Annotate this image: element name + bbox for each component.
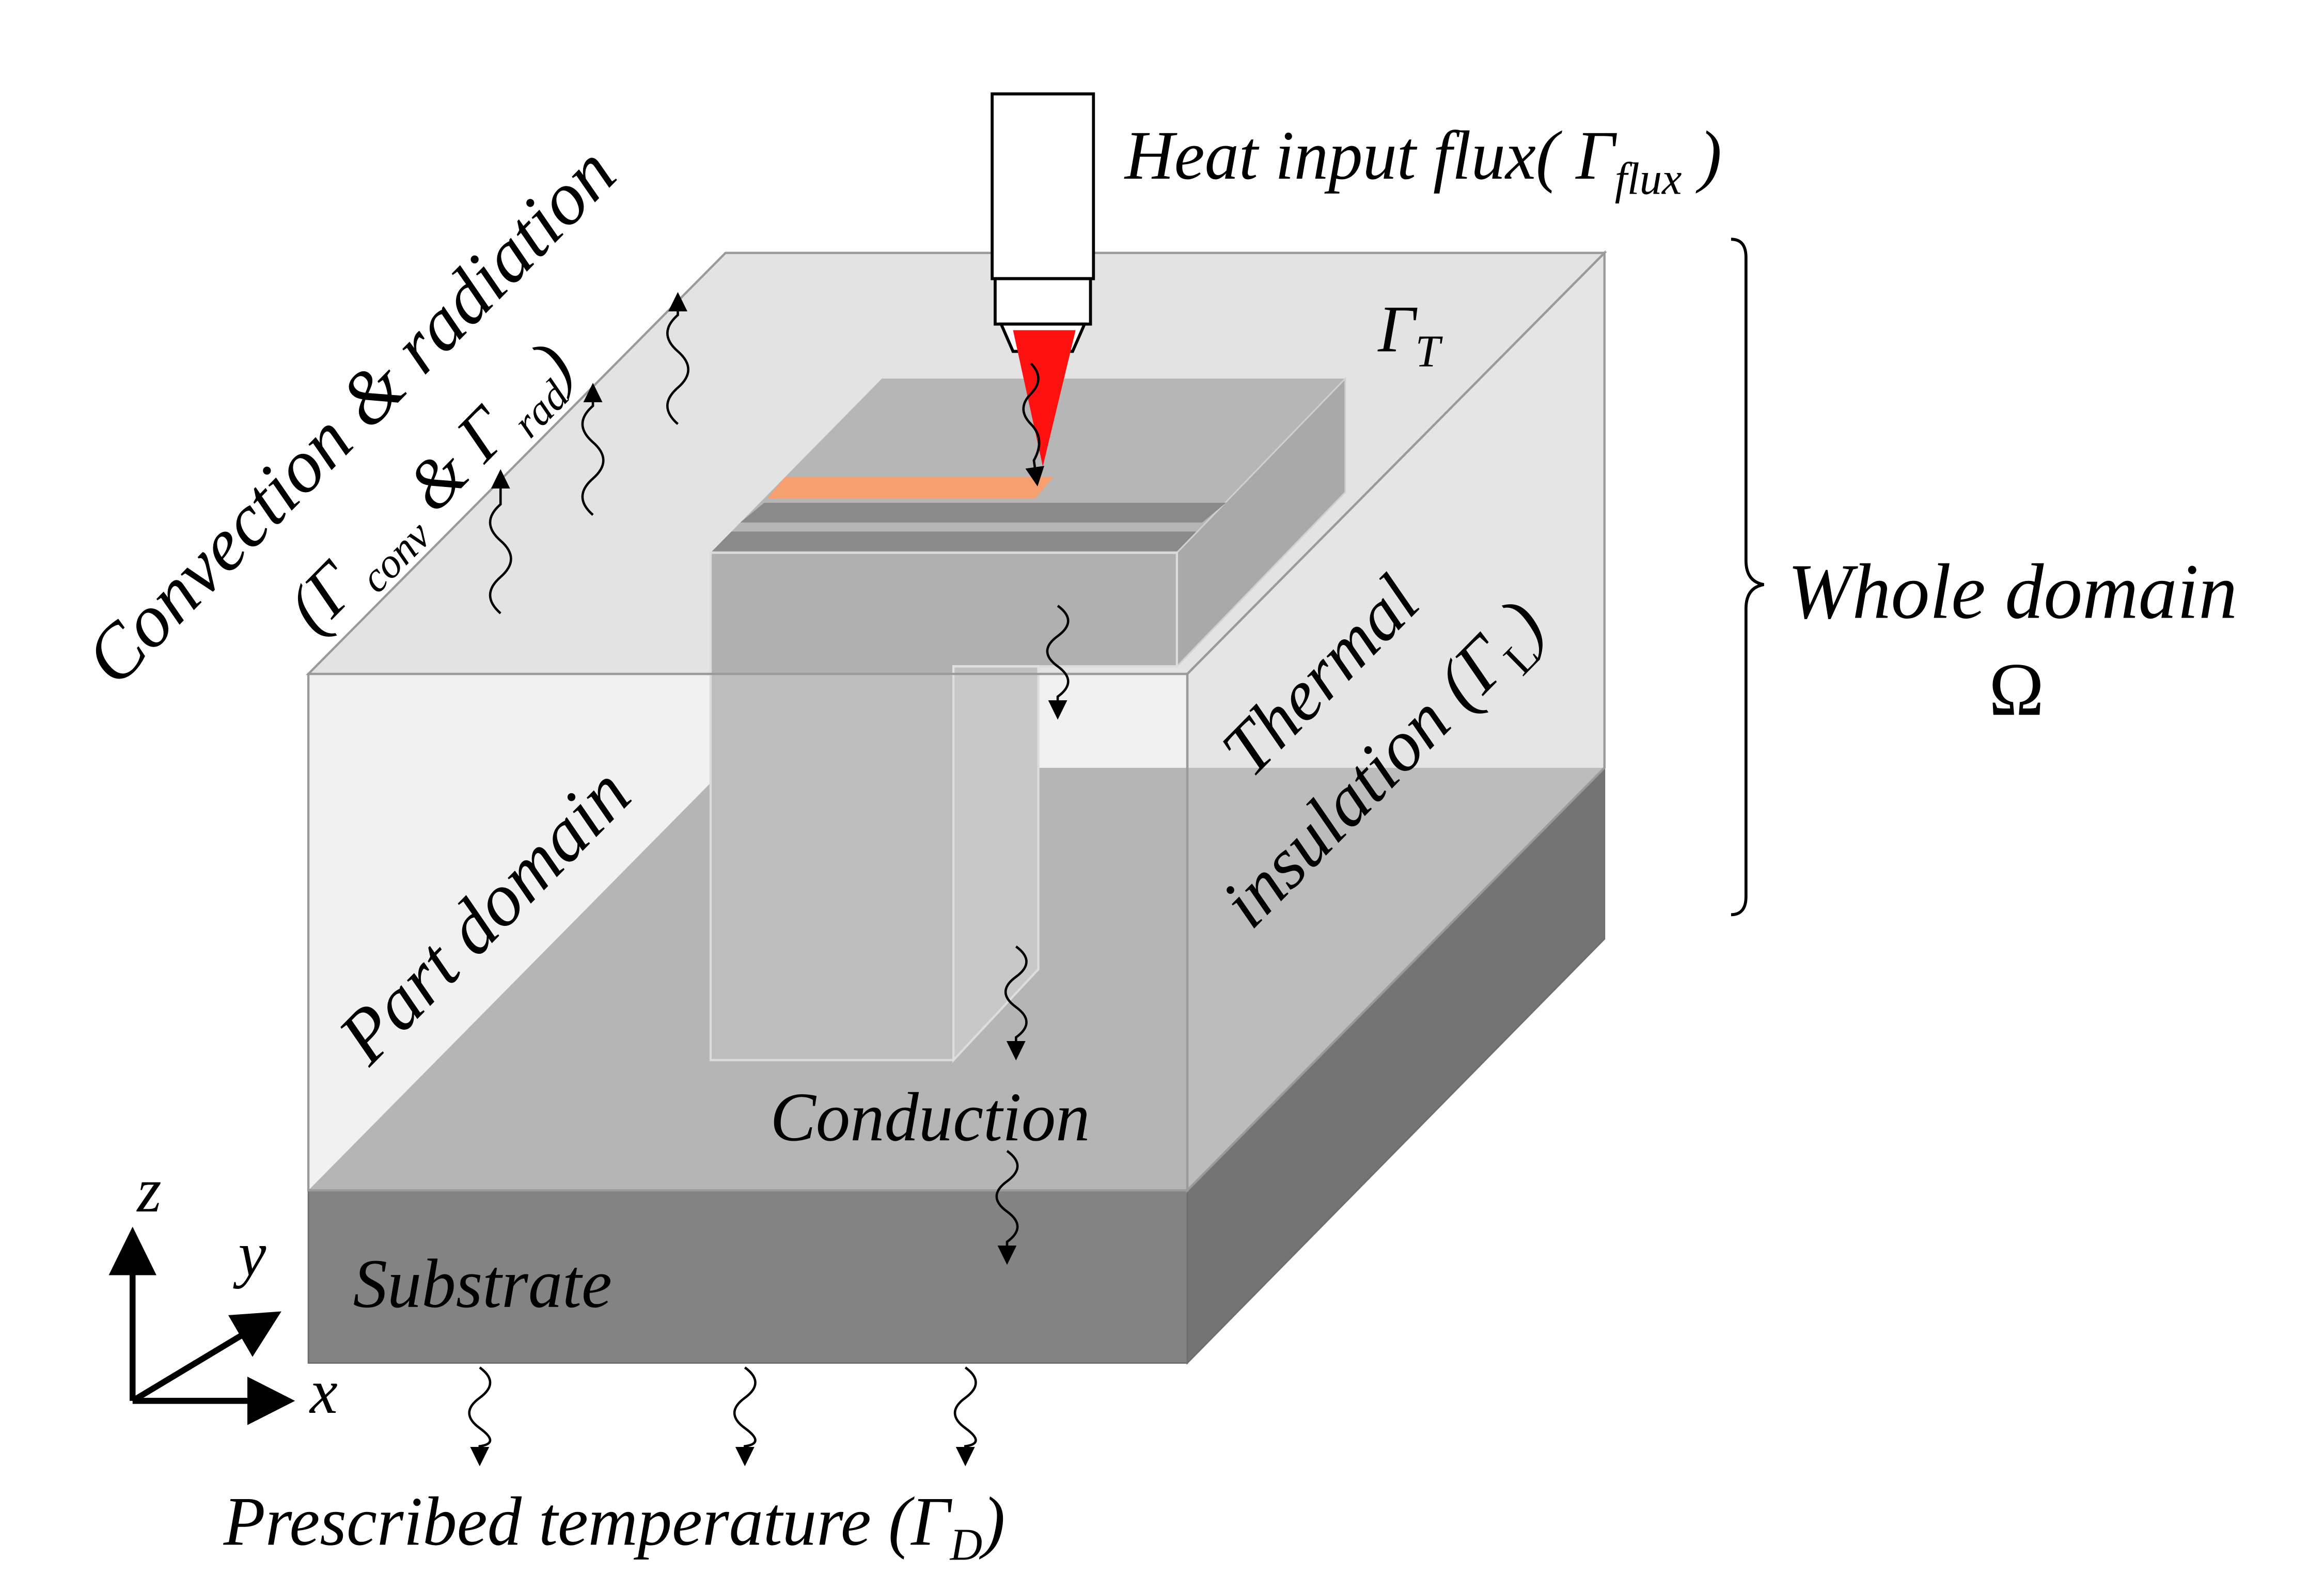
substrate-label: Substrate — [353, 1245, 612, 1322]
laser-wave-arrow — [1022, 363, 1045, 486]
dirichlet-arrow — [733, 1366, 757, 1467]
deposited-layer-dark-1 — [740, 502, 1227, 523]
convection-arrow — [666, 292, 689, 425]
deposited-layer-dark-2 — [712, 531, 1197, 552]
axis-y-label: y — [233, 1219, 266, 1289]
melt-track — [767, 477, 1054, 498]
convection-arrow — [581, 383, 605, 516]
heat-input-label: Heat input flux( Γflux ) — [1124, 117, 1722, 203]
conduction-arrows — [995, 605, 1070, 1265]
axis-x-label: x — [309, 1357, 338, 1427]
conduction-arrow — [1004, 946, 1028, 1061]
conduction-label: Conduction — [770, 1078, 1090, 1155]
whole-domain-brace — [1731, 238, 1764, 917]
laser-beam — [1013, 330, 1076, 467]
conduction-arrow — [995, 1149, 1019, 1265]
heat-source-nozzle — [991, 92, 1095, 486]
convection-arrow — [489, 469, 512, 615]
axis-z-label: z — [136, 1155, 161, 1225]
omega-label: Ω — [1989, 648, 2044, 731]
part-geometry — [709, 376, 1346, 1063]
dirichlet-arrow — [953, 1366, 977, 1467]
convection-arrows — [489, 292, 689, 615]
y-axis-arrow — [131, 1311, 281, 1404]
whole-domain-label: Whole domain — [1788, 547, 2238, 635]
domain-front-face — [307, 672, 1189, 1192]
nozzle-body — [991, 92, 1095, 280]
conduction-arrow — [1046, 605, 1070, 720]
nozzle-collar — [994, 277, 1092, 326]
part-wall-right — [952, 665, 1040, 1063]
coordinate-axes — [108, 1226, 295, 1425]
prescribed-temperature-arrows — [468, 1366, 977, 1467]
gamma-t-label: ΓT — [1377, 292, 1443, 376]
prescribed-temperature-label: Prescribed temperature (ΓD) — [223, 1483, 1006, 1569]
dirichlet-arrow — [468, 1366, 492, 1467]
